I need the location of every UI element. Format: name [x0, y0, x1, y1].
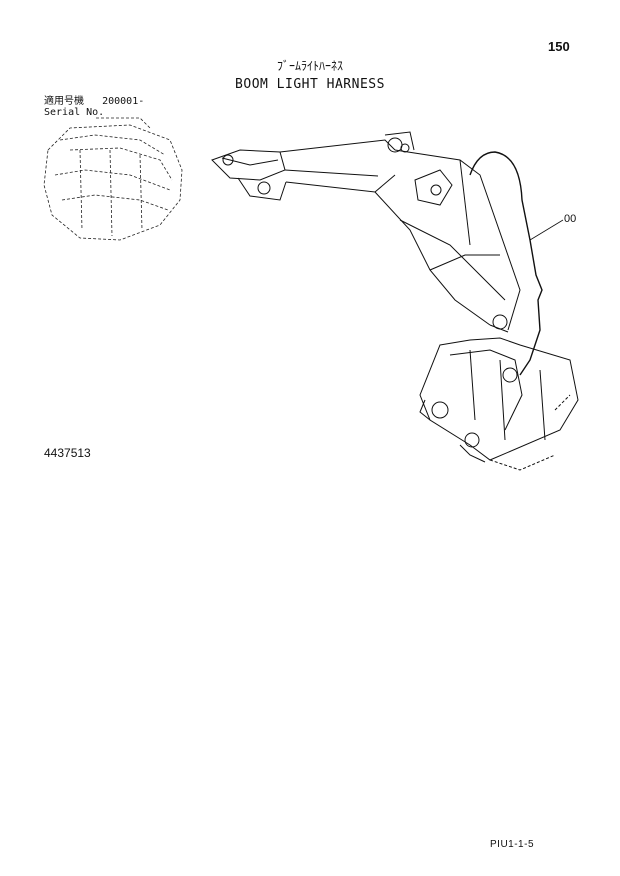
part-number: 4437513 — [44, 446, 91, 460]
boom-drawing — [211, 131, 564, 376]
serial-label-japanese: 適用号機 — [44, 96, 84, 107]
serial-label-english: Serial No. — [44, 107, 105, 118]
callout-label: 00 — [564, 213, 577, 225]
serial-value: 200001- — [102, 96, 145, 107]
page-number: 150 — [548, 39, 570, 54]
title-english: BOOM LIGHT HARNESS — [235, 77, 385, 92]
machine-thumbnail-figure — [43, 117, 183, 241]
page-reference: PIU1-1-5 — [490, 839, 535, 850]
serial-block: 適用号機 200001- Serial No. — [44, 96, 144, 118]
title-japanese: ﾌﾞｰﾑﾗｲﾄﾊｰﾈｽ — [276, 59, 343, 73]
base-frame-drawing — [419, 337, 579, 471]
